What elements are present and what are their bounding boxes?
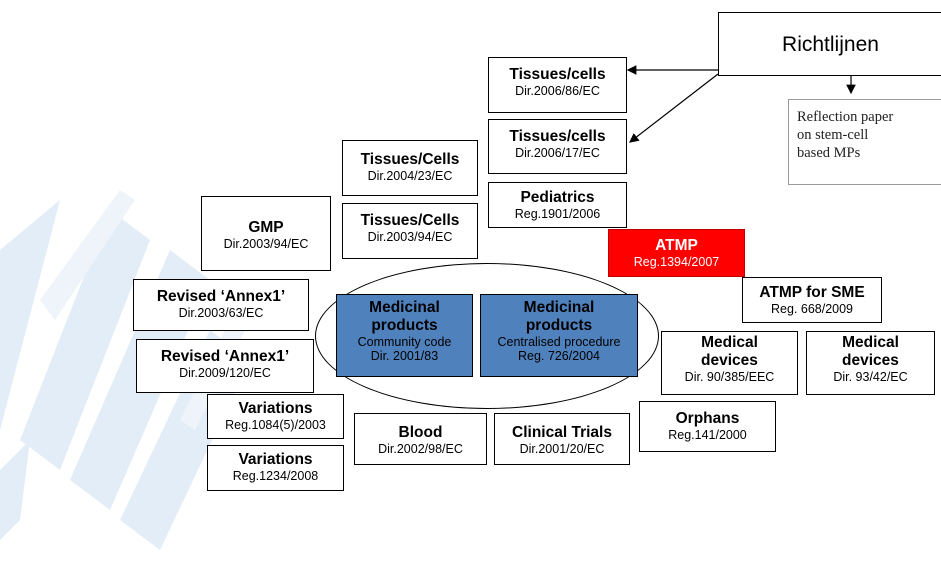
orphans-title: Orphans xyxy=(675,410,740,427)
reflection-line-2: on stem-cell xyxy=(797,127,869,144)
medicinal-products-centralised-box: Medicinal products Centralised procedure… xyxy=(480,294,638,377)
tissues-cells-ref: Dir.2006/86/EC xyxy=(515,83,600,98)
clinical-trials-box: Clinical Trials Dir.2001/20/EC xyxy=(494,413,630,465)
medicinal-products-community-box: Medicinal products Community code Dir. 2… xyxy=(336,294,473,377)
medicinal-sub: Community code xyxy=(357,334,452,349)
medical-devices-title-1: Medical xyxy=(842,334,899,351)
orphans-ref: Reg.141/2000 xyxy=(668,427,747,442)
revised-annex1-title: Revised ‘Annex1’ xyxy=(156,288,286,305)
medicinal-ref: Reg. 726/2004 xyxy=(517,349,600,363)
atmp-sme-box: ATMP for SME Reg. 668/2009 xyxy=(742,277,882,323)
gmp-ref: Dir.2003/94/EC xyxy=(223,236,309,251)
medical-devices-title-2: devices xyxy=(701,351,758,369)
reflection-line-3: based MPs xyxy=(797,145,861,162)
atmp-ref: Reg.1394/2007 xyxy=(633,254,720,269)
variations-ref: Reg.1084(5)/2003 xyxy=(225,417,326,432)
pediatrics-box: Pediatrics Reg.1901/2006 xyxy=(488,182,627,228)
atmp-box: ATMP Reg.1394/2007 xyxy=(608,229,745,277)
tissues-cells-2004-23-box: Tissues/Cells Dir.2004/23/EC xyxy=(342,140,478,196)
tissues-cells-2003-94-box: Tissues/Cells Dir.2003/94/EC xyxy=(342,203,478,259)
richtlijnen-label: Richtlijnen xyxy=(782,33,879,56)
medical-devices-title-1: Medical xyxy=(701,334,758,351)
medical-devices-93-42-box: Medical devices Dir. 93/42/EC xyxy=(806,331,935,395)
tissues-cells-title: Tissues/cells xyxy=(509,128,606,145)
clinical-trials-ref: Dir.2001/20/EC xyxy=(519,441,605,456)
medicinal-title-1: Medicinal xyxy=(523,299,595,316)
medicinal-title-2: products xyxy=(525,316,593,334)
medical-devices-ref: Dir. 90/385/EEC xyxy=(684,369,775,384)
medical-devices-title-2: devices xyxy=(842,351,899,369)
medicinal-products-ellipse xyxy=(315,263,659,409)
blood-ref: Dir.2002/98/EC xyxy=(378,441,463,456)
blood-title: Blood xyxy=(398,424,443,441)
revised-annex1-ref: Dir.2009/120/EC xyxy=(179,365,271,380)
richtlijnen-box: Richtlijnen xyxy=(718,12,941,76)
clinical-trials-title: Clinical Trials xyxy=(512,424,612,441)
medicinal-ref: Dir. 2001/83 xyxy=(370,349,439,363)
tissues-cells-ref: Dir.2004/23/EC xyxy=(367,168,453,183)
variations-1234-box: Variations Reg.1234/2008 xyxy=(207,445,344,491)
variations-title: Variations xyxy=(238,400,313,417)
medicinal-title-2: products xyxy=(371,316,438,334)
tissues-cells-2006-86-box: Tissues/cells Dir.2006/86/EC xyxy=(488,57,627,113)
variations-1084-box: Variations Reg.1084(5)/2003 xyxy=(207,394,344,439)
gmp-box: GMP Dir.2003/94/EC xyxy=(201,196,331,271)
variations-title: Variations xyxy=(238,451,313,468)
pediatrics-title: Pediatrics xyxy=(520,189,595,206)
atmp-sme-ref: Reg. 668/2009 xyxy=(770,301,853,316)
orphans-box: Orphans Reg.141/2000 xyxy=(639,401,776,452)
atmp-sme-title: ATMP for SME xyxy=(759,284,865,301)
revised-annex1-ref: Dir.2003/63/EC xyxy=(178,305,264,320)
tissues-cells-2006-17-box: Tissues/cells Dir.2006/17/EC xyxy=(488,119,627,174)
tissues-cells-title: Tissues/cells xyxy=(509,66,606,83)
tissues-cells-ref: Dir.2003/94/EC xyxy=(367,229,453,244)
medical-devices-90-385-box: Medical devices Dir. 90/385/EEC xyxy=(661,331,798,395)
revised-annex1-2003-box: Revised ‘Annex1’ Dir.2003/63/EC xyxy=(133,279,309,331)
revised-annex1-title: Revised ‘Annex1’ xyxy=(160,348,290,365)
gmp-title: GMP xyxy=(248,219,284,236)
tissues-cells-ref: Dir.2006/17/EC xyxy=(515,145,600,160)
reflection-line-1: Reflection paper xyxy=(797,109,894,125)
blood-box: Blood Dir.2002/98/EC xyxy=(354,413,487,465)
variations-ref: Reg.1234/2008 xyxy=(232,468,319,483)
tissues-cells-title: Tissues/Cells xyxy=(360,151,460,168)
revised-annex1-2009-box: Revised ‘Annex1’ Dir.2009/120/EC xyxy=(136,339,314,393)
reflection-paper-box: Reflection paper on stem-cell based MPs xyxy=(788,99,941,185)
medical-devices-ref: Dir. 93/42/EC xyxy=(833,369,908,384)
medicinal-title-1: Medicinal xyxy=(369,299,440,316)
pediatrics-ref: Reg.1901/2006 xyxy=(514,206,601,221)
tissues-cells-title: Tissues/Cells xyxy=(360,212,460,229)
atmp-title: ATMP xyxy=(655,237,698,254)
medicinal-sub: Centralised procedure xyxy=(497,334,621,349)
